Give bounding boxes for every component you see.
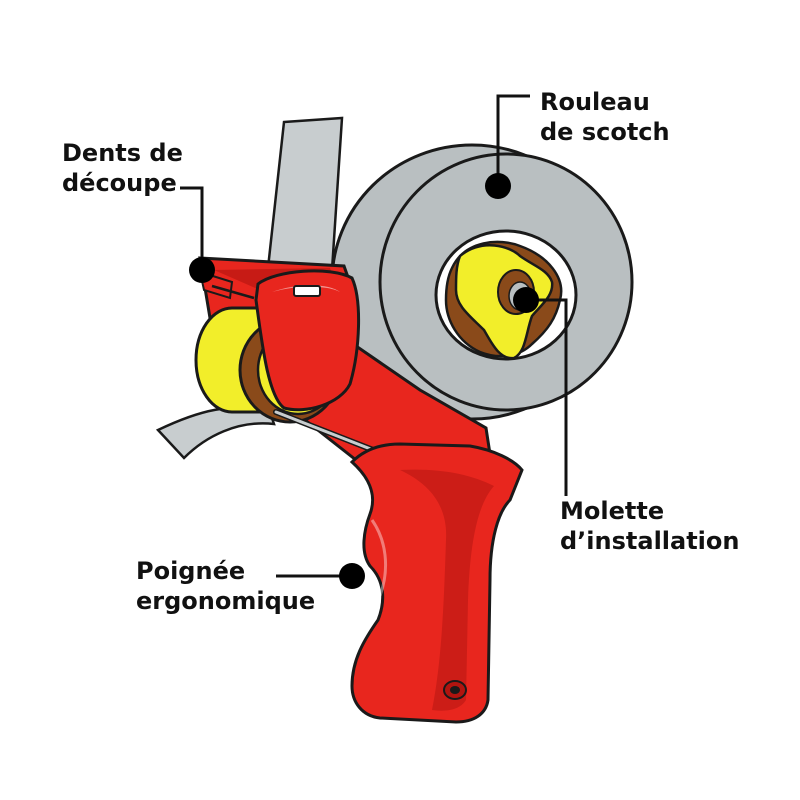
label-installation-knob: Molette d’installation bbox=[560, 496, 739, 556]
callout-line-knob bbox=[526, 298, 568, 496]
label-tape-roll: Rouleau de scotch bbox=[540, 87, 670, 147]
callout-dot-handle bbox=[339, 563, 365, 589]
tape-strip-upper bbox=[266, 116, 344, 272]
callout-line-teeth bbox=[180, 186, 204, 270]
label-cutting-teeth-line1: Dents de bbox=[62, 139, 183, 167]
label-cutting-teeth-line2: découpe bbox=[62, 169, 177, 197]
label-installation-knob-line2: d’installation bbox=[560, 527, 740, 555]
label-tape-roll-line1: Rouleau bbox=[540, 88, 650, 116]
callout-dot-teeth bbox=[189, 257, 215, 283]
callout-line-roll bbox=[496, 94, 530, 186]
label-ergonomic-handle-line2: ergonomique bbox=[136, 587, 316, 615]
callout-dots bbox=[189, 173, 539, 589]
label-ergonomic-handle: Poignée ergonomique bbox=[136, 556, 315, 616]
callout-dot-knob bbox=[513, 287, 539, 313]
callout-dot-roll bbox=[485, 173, 511, 199]
label-tape-roll-line2: de scotch bbox=[540, 118, 670, 146]
label-cutting-teeth: Dents de découpe bbox=[62, 138, 183, 198]
tape-strip-lower bbox=[155, 406, 276, 460]
label-ergonomic-handle-line1: Poignée bbox=[136, 557, 246, 585]
label-installation-knob-line1: Molette bbox=[560, 497, 665, 525]
ergonomic-handle bbox=[349, 442, 524, 724]
cutter-guard bbox=[211, 269, 361, 412]
